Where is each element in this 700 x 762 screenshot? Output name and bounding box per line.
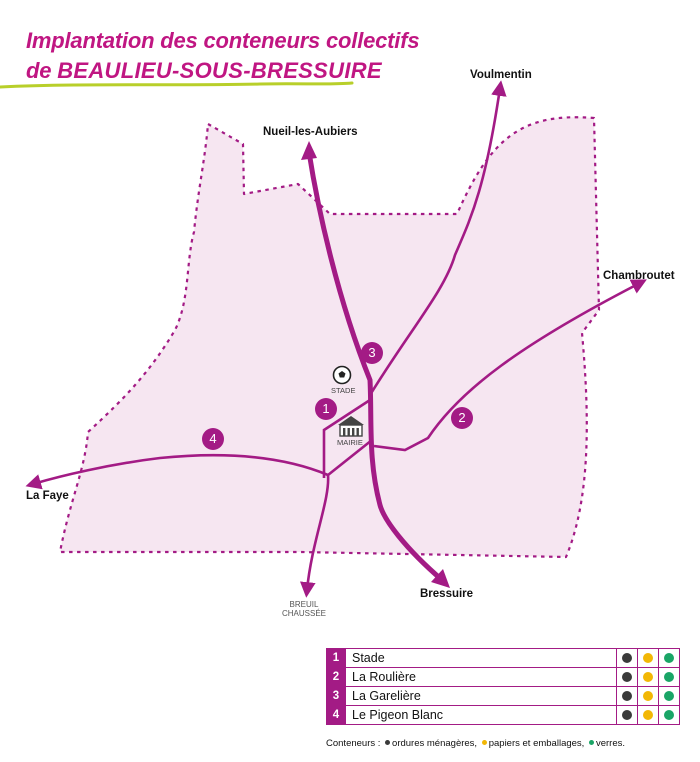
place-chambroutet: Chambroutet [603, 270, 675, 282]
road-chambroutet [373, 279, 647, 452]
legend-verres-cell [658, 667, 680, 687]
stade-label: STADE [331, 386, 356, 395]
arrow-bressuire [431, 569, 450, 588]
site-marker-1: 1 [315, 398, 337, 420]
title-line1: Implantation des conteneurs collectifs [26, 28, 420, 53]
papiers-container-dot-icon [643, 652, 653, 663]
site-marker-3: 3 [361, 342, 383, 364]
verres-container-dot-icon [664, 709, 674, 720]
road-nueil-bressuire [306, 149, 445, 583]
legend-papiers-cell [637, 686, 659, 706]
legend-verres-cell [658, 686, 680, 706]
ordures-container-dot-icon [622, 709, 632, 720]
road-local-link [322, 398, 371, 478]
legend-ordures-cell [616, 648, 638, 668]
container-types-note: Conteneurs : ordures ménagères, papiers … [326, 738, 625, 749]
map-title: Implantation des conteneurs collectifs d… [26, 26, 420, 86]
ordures-dot-icon [385, 740, 391, 746]
legend-ordures-cell [616, 705, 638, 725]
commune-boundary [58, 116, 601, 559]
town-hall-icon [338, 416, 364, 437]
place-bressuire: Bressuire [420, 588, 474, 600]
title-underline [0, 81, 354, 89]
verres-container-dot-icon [664, 690, 674, 701]
ordures-container-dot-icon [622, 652, 632, 663]
legend-site-number: 2 [326, 667, 346, 687]
place-breuil-chaussee: BREUIL CHAUSSÉE [282, 600, 327, 618]
ordures-container-dot-icon [622, 690, 632, 701]
legend-site-number: 3 [326, 686, 346, 706]
place-nueil-les-aubiers: Nueil-les-Aubiers [263, 126, 358, 138]
legend-verres-cell [658, 648, 680, 668]
site-marker-2: 2 [451, 407, 473, 429]
legend-site-name: Le Pigeon Blanc [345, 705, 617, 725]
legend-site-name: Stade [345, 648, 617, 668]
road-la-faye [25, 438, 373, 490]
verres-dot-icon [588, 740, 594, 746]
verres-container-dot-icon [664, 652, 674, 663]
title-line2: de BEAULIEU-SOUS-BRESSUIRE [26, 58, 382, 83]
road-voulmentin [368, 80, 507, 396]
place-la-faye: La Faye [26, 490, 69, 502]
papiers-container-dot-icon [643, 671, 653, 682]
town-name: BEAULIEU-SOUS-BRESSUIRE [57, 58, 382, 83]
arrow-nueil [301, 141, 317, 160]
verres-container-dot-icon [664, 671, 674, 682]
papiers-container-dot-icon [643, 709, 653, 720]
legend-site-name: La Garelière [345, 686, 617, 706]
place-voulmentin: Voulmentin [470, 69, 532, 81]
legend-site-name: La Roulière [345, 667, 617, 687]
site-marker-4: 4 [202, 428, 224, 450]
papiers-dot-icon [481, 740, 487, 746]
football-icon [332, 365, 352, 385]
legend-papiers-cell [637, 667, 659, 687]
ordures-container-dot-icon [622, 671, 632, 682]
legend-site-number: 4 [326, 705, 346, 725]
papiers-container-dot-icon [643, 690, 653, 701]
legend-site-number: 1 [326, 648, 346, 668]
legend-ordures-cell [616, 686, 638, 706]
legend-verres-cell [658, 705, 680, 725]
road-breuil [300, 474, 330, 598]
legend-ordures-cell [616, 667, 638, 687]
legend-papiers-cell [637, 648, 659, 668]
legend-papiers-cell [637, 705, 659, 725]
mairie-label: MAIRIE [337, 438, 363, 447]
